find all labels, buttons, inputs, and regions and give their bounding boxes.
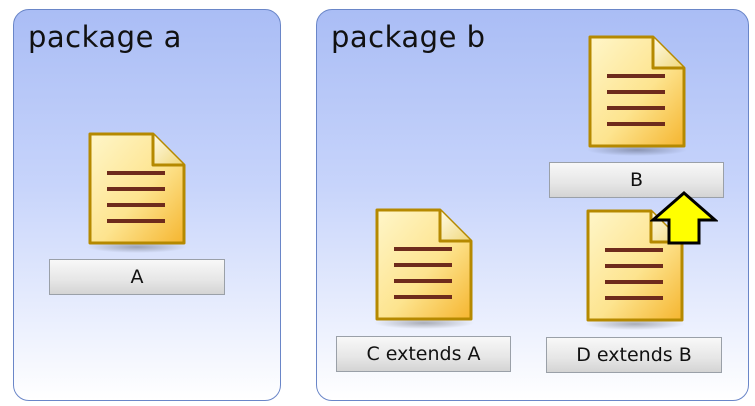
- package-b-title: package b: [331, 20, 486, 54]
- class-b-label[interactable]: B: [549, 162, 724, 198]
- package-a-title: package a: [28, 20, 182, 54]
- class-a-label[interactable]: A: [49, 259, 225, 295]
- up-arrow-icon: [650, 191, 718, 245]
- class-c-document-icon[interactable]: [374, 207, 474, 329]
- class-c-label[interactable]: C extends A: [336, 336, 511, 372]
- class-b-document-icon[interactable]: [587, 34, 687, 156]
- class-a-document-icon[interactable]: [87, 131, 187, 253]
- class-d-label[interactable]: D extends B: [546, 337, 722, 373]
